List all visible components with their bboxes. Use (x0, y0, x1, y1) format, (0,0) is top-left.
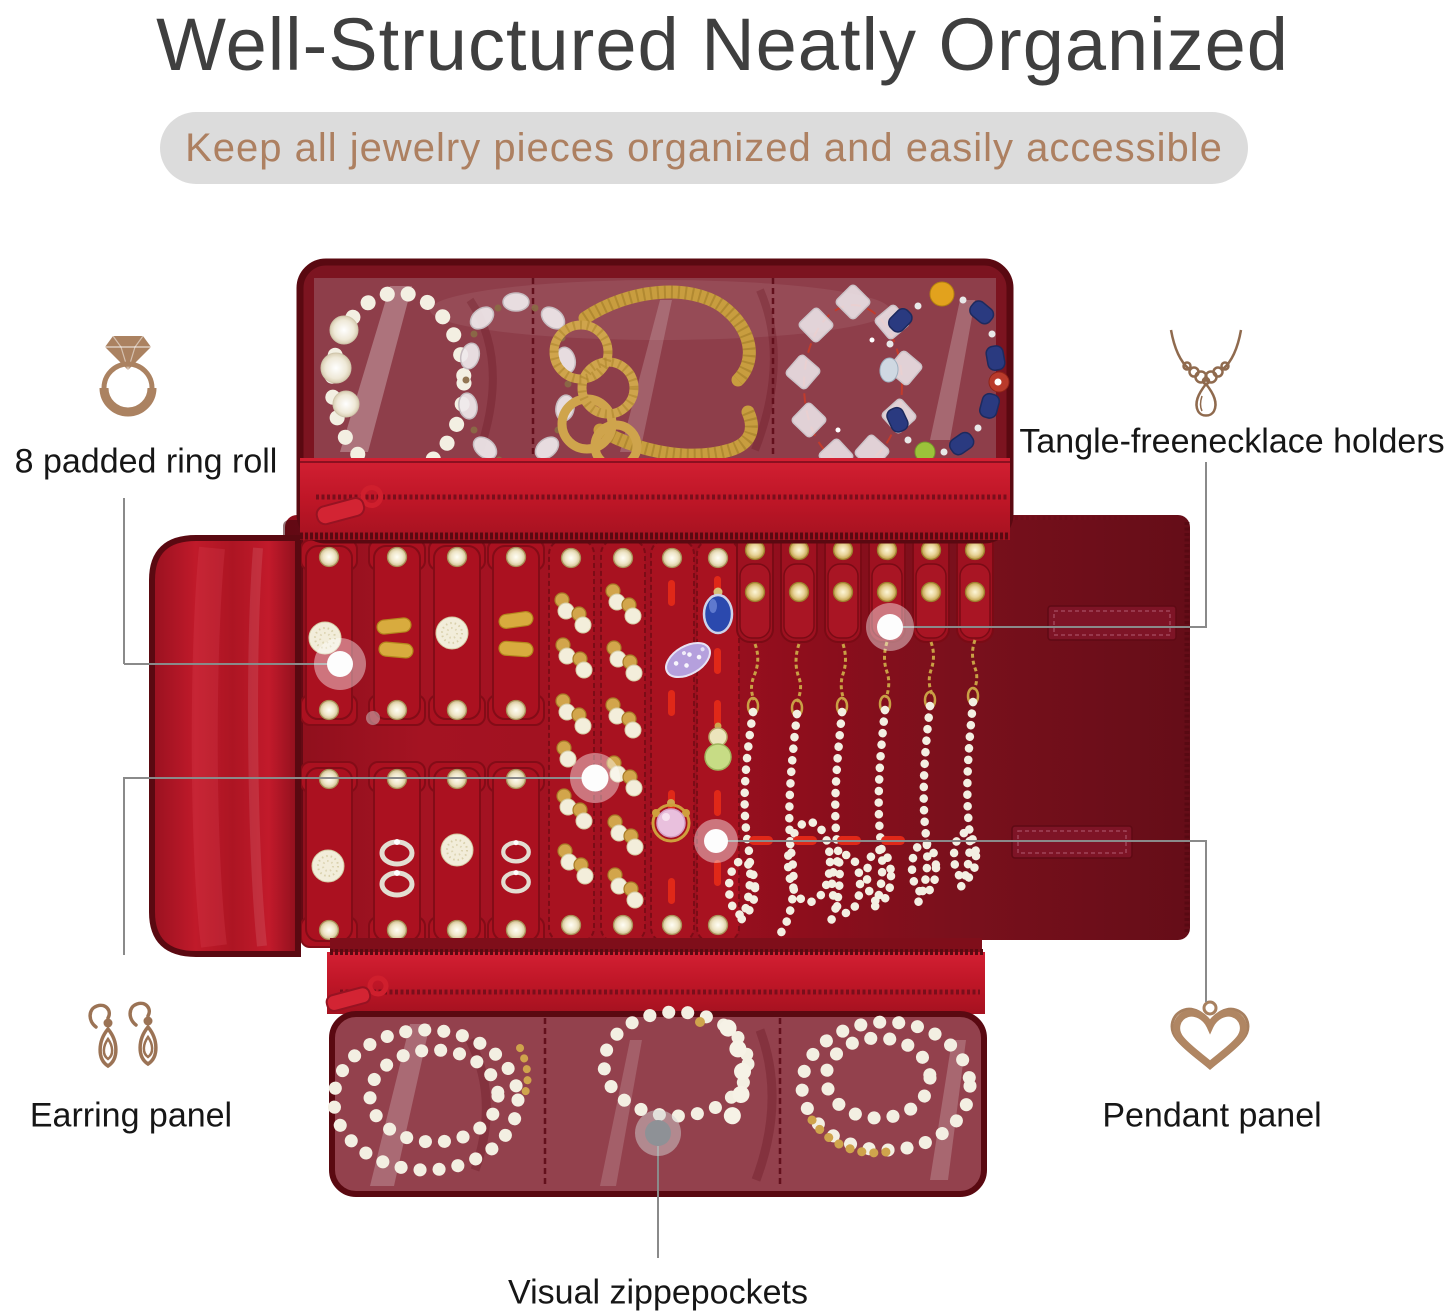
zipper-pull-top (315, 485, 384, 526)
velcro-strap-bottom (1011, 825, 1133, 859)
callout-line-ring-horizontal (124, 663, 339, 665)
callout-line-necklace-vertical (1205, 462, 1207, 628)
page-title: Well-Structured Neatly Organized (156, 3, 1289, 86)
callout-line-ring-vertical (123, 498, 125, 664)
subtitle-text: Keep all jewelry pieces organized and ea… (185, 125, 1223, 170)
left-flap (149, 535, 301, 957)
callout-line-pendant-horizontal (716, 840, 1207, 842)
callout-line-pendant-vertical (1205, 840, 1207, 1002)
diamond-ring-icon (99, 335, 157, 417)
zipper-pull-bottom (325, 975, 389, 1012)
padded-ring-rolls (300, 539, 545, 948)
label-pendant-panel: Pendant panel (1102, 1096, 1322, 1135)
gourd-pendant (704, 722, 732, 771)
purple-leaf-brooch (665, 641, 711, 679)
necklace-icon (1169, 329, 1243, 417)
earrings-icon (88, 1001, 158, 1069)
label-zip-pockets: Visual zippepockets (508, 1273, 808, 1312)
pearl-bracelet (320, 285, 472, 481)
label-necklace-holders: Tangle-freenecklace holders (1019, 422, 1445, 461)
callout-line-zip-vertical (657, 1146, 659, 1258)
callout-line-necklace-horizontal (890, 626, 1207, 628)
heart-pendant-icon (1170, 1000, 1250, 1071)
blue-gem-pendant (702, 587, 734, 635)
label-earring-panel: Earring panel (29, 1096, 233, 1135)
callout-dot-pendant (704, 829, 728, 853)
callout-line-earring-vertical (123, 777, 125, 955)
callout-line-earring-horizontal (124, 777, 596, 779)
callout-dot-zip (645, 1120, 671, 1146)
callout-dot-necklace (877, 614, 903, 640)
necklace-holders (724, 527, 994, 939)
velcro-strap-top (1047, 605, 1177, 641)
pearl-necklaces (724, 697, 981, 939)
callout-dot-ring (327, 651, 353, 677)
bottom-zipper-band (325, 938, 985, 1014)
bottom-flap-zip-pockets (327, 1005, 987, 1197)
gold-mesh-necklace (549, 285, 758, 472)
subtitle-banner: Keep all jewelry pieces organized and ea… (160, 112, 1248, 184)
label-ring-roll: 8 padded ring roll (14, 442, 278, 481)
pink-crystal-pendant (651, 799, 691, 843)
gold-chains (750, 639, 979, 703)
blue-beaded-bracelet (879, 281, 1010, 463)
top-flap-zip-pockets (296, 258, 1014, 544)
pearl-bracelets-in-pockets (327, 1005, 977, 1177)
callout-dot-earring (581, 764, 609, 792)
